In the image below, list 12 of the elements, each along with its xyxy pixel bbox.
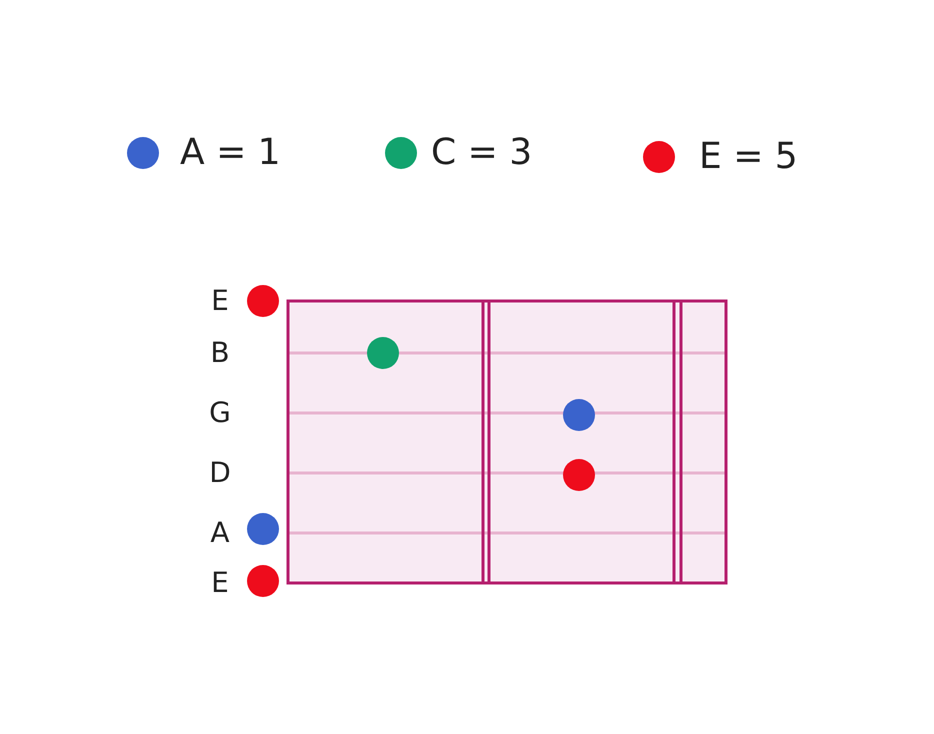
string-name: G	[208, 399, 232, 427]
note-dot	[247, 513, 279, 545]
legend-label: C = 3	[431, 135, 532, 171]
legend-label: A = 1	[180, 135, 281, 171]
string-name: B	[209, 339, 231, 367]
string-name: E	[210, 287, 230, 315]
note-dot	[247, 285, 279, 317]
legend-label: E = 5	[699, 139, 798, 175]
note-dot	[247, 565, 279, 597]
string-name: D	[208, 459, 232, 487]
string-name: E	[210, 569, 230, 597]
string-name: A	[209, 519, 231, 547]
